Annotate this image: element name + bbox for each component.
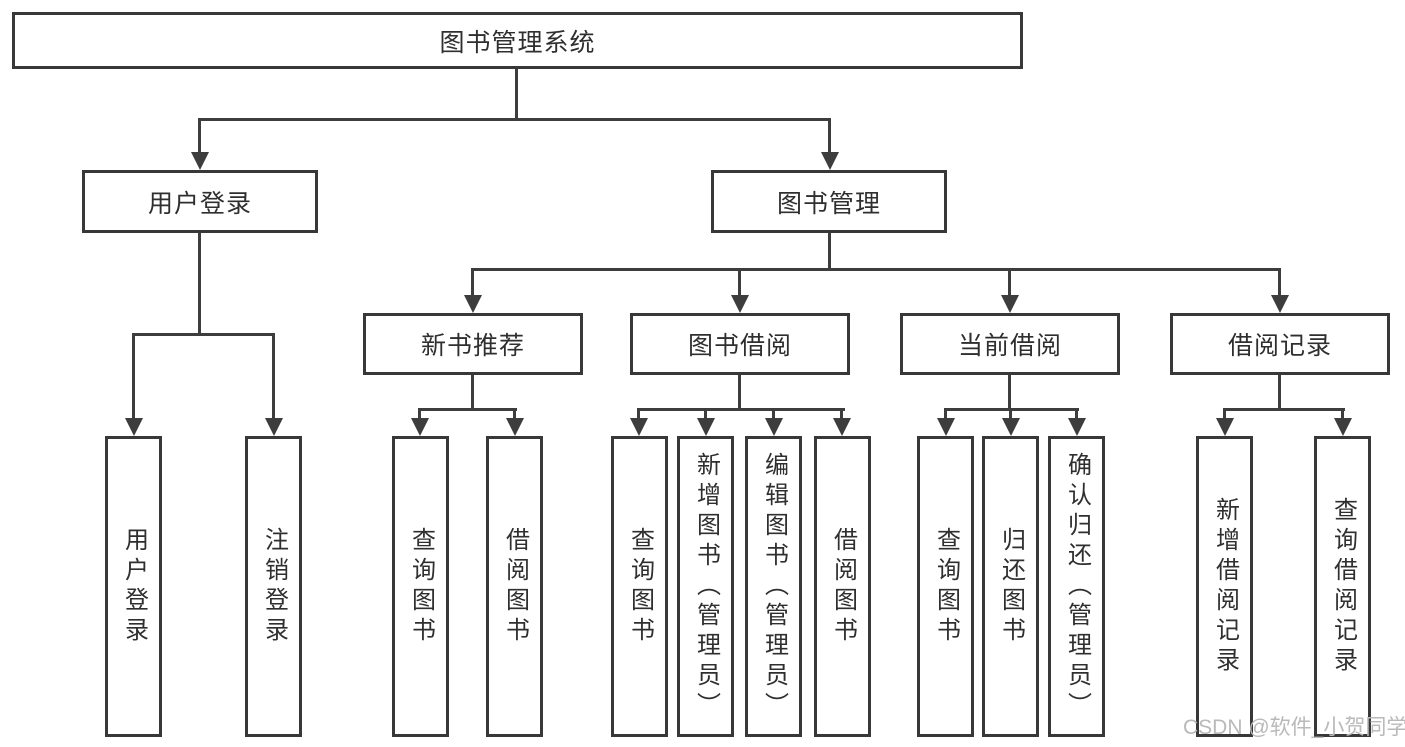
arrow-to-book-management bbox=[828, 118, 831, 152]
csdn-watermark: CSDN @软件_小贺同学 bbox=[1183, 716, 1405, 739]
edge-book-management-stem bbox=[828, 233, 831, 268]
leaf-label: 查询图书 bbox=[626, 526, 654, 647]
edge-root-stem bbox=[515, 69, 518, 118]
node-book-borrow: 图书借阅 bbox=[630, 313, 850, 375]
leaf-label: 编辑图书（管理员） bbox=[760, 451, 788, 722]
arrow-to-leaf-user-login bbox=[132, 333, 135, 418]
arrow-to-borrow-books-2 bbox=[840, 408, 843, 418]
leaf-edit-book-admin: 编辑图书（管理员） bbox=[745, 436, 802, 737]
leaf-label: 新增图书（管理员） bbox=[692, 451, 720, 722]
arrow-to-add-borrow-record bbox=[1223, 408, 1226, 418]
node-user-login: 用户登录 bbox=[82, 170, 318, 233]
leaf-query-books-3: 查询图书 bbox=[917, 436, 974, 737]
node-label: 新书推荐 bbox=[420, 332, 525, 360]
leaf-query-books-2: 查询图书 bbox=[611, 436, 668, 737]
leaf-label: 借阅图书 bbox=[829, 526, 857, 647]
node-current-borrow: 当前借阅 bbox=[900, 313, 1120, 375]
leaf-query-books-1: 查询图书 bbox=[392, 436, 449, 737]
arrow-to-query-borrow-record bbox=[1341, 408, 1344, 418]
leaf-label: 确认归还（管理员） bbox=[1063, 451, 1091, 722]
edge-book-borrow-stem bbox=[738, 375, 741, 408]
arrow-to-new-book-recommend bbox=[471, 268, 474, 295]
arrow-to-confirm-return bbox=[1075, 408, 1078, 418]
leaf-confirm-return-admin: 确认归还（管理员） bbox=[1048, 436, 1105, 737]
arrow-to-user-login bbox=[198, 118, 201, 152]
node-book-management: 图书管理 bbox=[711, 170, 947, 233]
node-label: 图书借阅 bbox=[687, 332, 792, 360]
leaf-label: 归还图书 bbox=[997, 526, 1025, 647]
arrow-to-current-borrow bbox=[1008, 268, 1011, 295]
arrow-to-return-books bbox=[1009, 408, 1012, 418]
node-new-book-recommend: 新书推荐 bbox=[363, 313, 583, 375]
edge-root-branch bbox=[198, 118, 831, 121]
edge-book-management-branch bbox=[471, 268, 1281, 271]
leaf-label: 查询借阅记录 bbox=[1329, 496, 1357, 677]
leaf-borrow-books-1: 借阅图书 bbox=[486, 436, 543, 737]
arrow-to-leaf-logout bbox=[272, 333, 275, 418]
edge-new-book-recommend-stem bbox=[471, 375, 474, 408]
arrow-to-query-books-2 bbox=[637, 408, 640, 418]
leaf-label: 新增借阅记录 bbox=[1211, 496, 1239, 677]
node-label: 图书管理系统 bbox=[439, 28, 596, 57]
edge-current-borrow-stem bbox=[1008, 375, 1011, 408]
leaf-label: 查询图书 bbox=[932, 526, 960, 647]
leaf-add-book-admin: 新增图书（管理员） bbox=[677, 436, 734, 737]
leaf-logout: 注销登录 bbox=[245, 436, 302, 737]
arrow-to-edit-book bbox=[772, 408, 775, 418]
edge-borrow-records-branch bbox=[1223, 408, 1345, 411]
leaf-user-login: 用户登录 bbox=[105, 436, 162, 737]
leaf-borrow-books-2: 借阅图书 bbox=[814, 436, 871, 737]
node-label: 借阅记录 bbox=[1227, 332, 1332, 360]
edge-user-login-branch bbox=[132, 333, 275, 336]
arrow-to-add-book bbox=[704, 408, 707, 418]
node-label: 图书管理 bbox=[776, 189, 881, 218]
edge-book-borrow-branch bbox=[638, 408, 845, 411]
node-borrow-records: 借阅记录 bbox=[1170, 313, 1390, 375]
leaf-label: 注销登录 bbox=[260, 526, 288, 647]
leaf-return-books: 归还图书 bbox=[982, 436, 1039, 737]
arrow-to-borrow-records bbox=[1278, 268, 1281, 295]
arrow-to-query-books-3 bbox=[944, 408, 947, 418]
node-label: 当前借阅 bbox=[957, 332, 1062, 360]
leaf-query-borrow-record: 查询借阅记录 bbox=[1314, 436, 1371, 737]
leaf-label: 用户登录 bbox=[120, 526, 148, 647]
edge-borrow-records-stem bbox=[1278, 375, 1281, 408]
node-label: 用户登录 bbox=[147, 189, 252, 218]
arrow-to-query-books-1 bbox=[418, 408, 421, 418]
leaf-add-borrow-record: 新增借阅记录 bbox=[1196, 436, 1253, 737]
leaf-label: 借阅图书 bbox=[501, 526, 529, 647]
arrow-to-book-borrow bbox=[738, 268, 741, 295]
edge-new-book-recommend-branch bbox=[418, 408, 517, 411]
node-library-management-system: 图书管理系统 bbox=[12, 12, 1023, 69]
edge-user-login-stem bbox=[198, 233, 201, 333]
leaf-label: 查询图书 bbox=[407, 526, 435, 647]
arrow-to-borrow-books-1 bbox=[513, 408, 516, 418]
